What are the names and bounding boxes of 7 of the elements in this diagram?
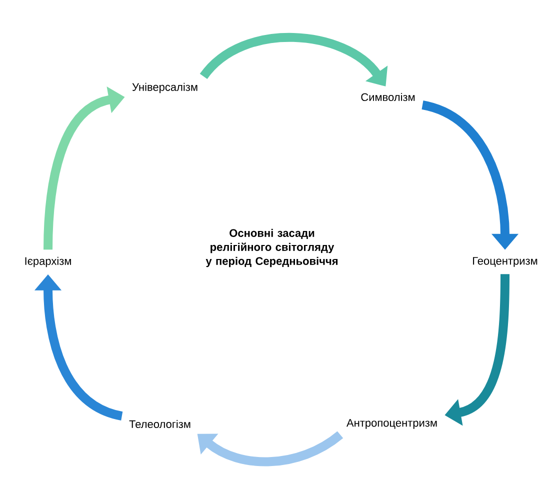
stage-label: Універсалізм <box>132 82 198 94</box>
stage-label: Геоцентризм <box>473 257 538 267</box>
stage-label: Ієрархізм <box>25 256 71 268</box>
stage-label: Телеологізм <box>129 420 190 428</box>
stage-label: Символізм <box>361 92 415 102</box>
title-text: Основні засади релігійного світогляду у період Середньовіччя <box>206 228 338 268</box>
stage-label: Антропоцентризм <box>346 419 437 429</box>
